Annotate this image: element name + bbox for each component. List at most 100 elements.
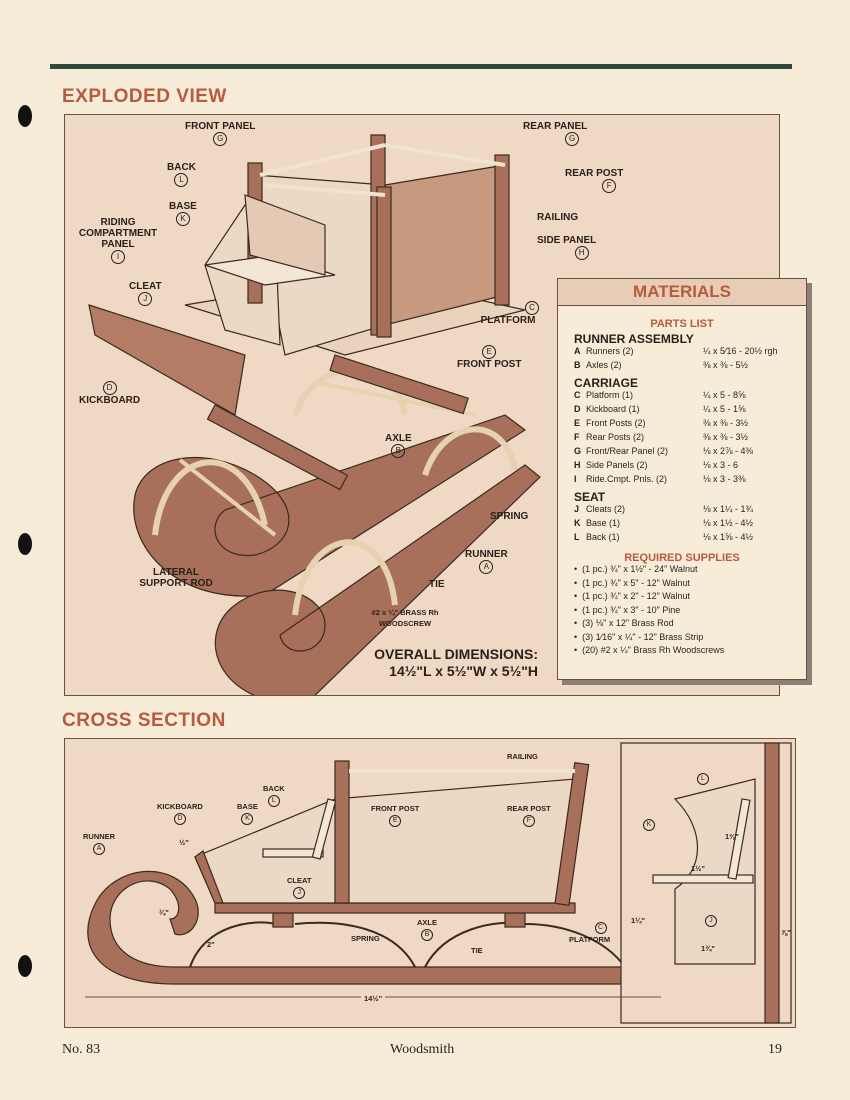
part-name: Rear Posts (2)	[586, 432, 645, 442]
spring-4	[422, 426, 518, 476]
cs-label-tie: TIE	[471, 946, 483, 955]
top-rule	[50, 64, 792, 69]
binder-hole-bottom	[18, 955, 32, 977]
cs-axle-front	[272, 912, 294, 928]
part-dimension: ⅛ x 2⅞ - 4⅜	[703, 446, 754, 456]
detail-dim-114: 1¼"	[631, 916, 645, 925]
part-key: A	[574, 346, 581, 356]
label-tie: TIE	[429, 579, 445, 590]
cs-spring-4	[524, 923, 626, 968]
part-dimension: ⅜ x ⅜ - 3½	[703, 418, 749, 428]
supplies-list: (1 pc.) ¾" x 1½" - 24" Walnut(1 pc.) ¾" …	[558, 564, 806, 659]
detail-post	[764, 742, 780, 1024]
cs-label-dim-two: 2"	[207, 940, 215, 949]
supplies-title: REQUIRED SUPPLIES	[624, 552, 740, 564]
part-name: Back (1)	[586, 532, 620, 542]
detail-base	[652, 874, 754, 884]
rear-post-2	[494, 154, 510, 306]
supply-item: (1 pc.) ¾" x 2" - 12" Walnut	[558, 591, 806, 605]
lateral-rod-1	[178, 458, 277, 537]
cs-seat-back	[311, 798, 337, 860]
part-key: J	[574, 504, 580, 514]
part-name: Platform (1)	[586, 390, 634, 400]
part-key: C	[574, 390, 581, 400]
part-dimension: ¼ x 5 - 8⅝	[703, 390, 746, 400]
supply-item: (3) 1⁄16" x ¼" - 12" Brass Strip	[558, 632, 806, 646]
lateral-rod-2	[319, 381, 476, 417]
supply-item: (1 pc.) ¾" x 5" - 12" Walnut	[558, 578, 806, 592]
part-key: F	[574, 432, 580, 442]
part-name: Runners (2)	[586, 346, 634, 356]
detail-dim-112: 1½"	[691, 864, 705, 873]
parts-row: C Platform (1) ¼ x 5 - 8⅝	[558, 390, 806, 404]
detail-dim-134: 1¾"	[701, 944, 715, 953]
part-key: D	[574, 404, 581, 414]
cs-label-railing: RAILING	[507, 752, 538, 761]
part-name: Base (1)	[586, 518, 621, 528]
cs-label-spring: SPRING	[351, 934, 380, 943]
cs-front-post	[334, 760, 350, 904]
cs-runner	[87, 870, 661, 985]
part-key: B	[574, 360, 581, 370]
detail-label-l: L	[697, 773, 709, 785]
part-key: I	[574, 474, 577, 484]
railing-2	[384, 143, 506, 167]
label-lateral-rod: LATERAL SUPPORT ROD	[139, 567, 213, 589]
part-dimension: ⅛ x 1¼ - 1¾	[703, 504, 754, 514]
materials-title: MATERIALS	[558, 279, 806, 306]
part-key: E	[574, 418, 581, 428]
footer-page: 19	[768, 1042, 782, 1057]
overall-dimensions: OVERALL DIMENSIONS: 14½"L x 5½"W x 5½"H	[374, 646, 538, 679]
kickboard-part	[88, 304, 246, 416]
cs-spring-1	[189, 921, 276, 968]
detail-label-k: K	[643, 819, 655, 831]
label-spring: SPRING	[490, 511, 529, 522]
front-post-right	[376, 186, 392, 338]
part-dimension: ⅜ x ⅜ - 3½	[703, 432, 749, 442]
cs-label-dim-quarter: ¼"	[159, 908, 169, 917]
parts-group-heading: RUNNER ASSEMBLY	[574, 332, 694, 346]
cs-label-dim-half: ½"	[179, 838, 189, 847]
part-dimension: ⅛ x 1½ - 4½	[703, 518, 754, 528]
cross-section-heading: CROSS SECTION	[62, 710, 226, 731]
label-railing: RAILING	[537, 212, 579, 223]
runner-left	[133, 414, 527, 597]
part-name: Ride.Cmpt. Pnls. (2)	[586, 474, 668, 484]
railing-1	[259, 143, 386, 177]
parts-list-title: PARTS LIST	[650, 318, 714, 330]
exploded-sleigh-drawing	[88, 134, 541, 695]
exploded-view-heading: EXPLODED VIEW	[62, 86, 227, 107]
binder-hole-top	[18, 105, 32, 127]
part-name: Kickboard (1)	[586, 404, 640, 414]
part-name: Front/Rear Panel (2)	[586, 446, 669, 456]
detail-label-j: J	[705, 915, 717, 927]
cross-section-drawing	[85, 742, 792, 1024]
